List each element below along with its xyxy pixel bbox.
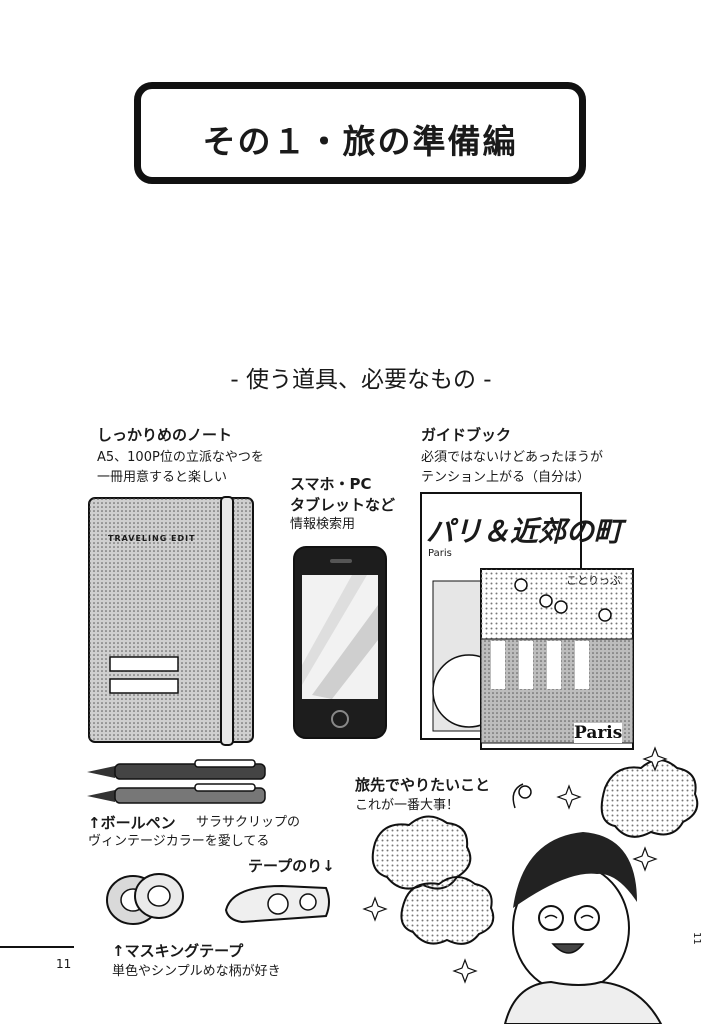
guidebook-note-1: 必須ではないけどあったほうが [421,450,604,465]
pen-label: ↑ボールペン [88,814,176,832]
chapter-title: その１・旅の準備編 [202,122,518,161]
masking-tape-illustration [106,873,184,925]
notebook-cover-text: TRAVELING EDIT [108,534,196,543]
guidebook-2-title: ことりっぷ [566,574,621,587]
pen-note-1: サラサクリップの [196,815,301,830]
guidebook-label: ガイドブック [421,426,512,444]
phone-label-2: タブレットなど [290,496,396,514]
guidebook-2-subtitle: Paris [574,723,623,743]
pen-note-2: ヴィンテージカラーを愛してる [88,834,270,849]
masking-tape-label: ↑マスキングテープ [112,942,244,960]
smartphone-illustration [293,546,387,739]
thinking-character-illustration [362,746,699,1024]
ballpoint-pens-illustration [87,759,266,804]
chapter-title-box: その１・旅の準備編 [134,82,586,184]
notebook-illustration [88,496,254,746]
notebook-note-1: A5、100P位の立派なやつを [97,450,264,465]
phone-label-1: スマホ・PC [290,475,372,493]
wish-label: 旅先でやりたいこと [355,776,491,794]
notebook-label: しっかりめのノート [97,426,233,444]
glue-tape-illustration [224,884,330,924]
notebook-note-2: 一冊用意すると楽しい [97,470,228,485]
guidebook-illustration [420,492,634,750]
glue-label: テープのり↓ [248,857,335,875]
page-number: 11 [56,957,72,971]
side-page-number: 11 [691,932,702,945]
phone-note: 情報検索用 [290,517,356,532]
masking-tape-note: 単色やシンプルめな柄が好き [112,964,281,979]
wish-note: これが一番大事！ [355,798,460,813]
guidebook-1-title: パリ＆近郊の町 [426,515,623,548]
section-subtitle: - 使う道具、必要なもの - [230,367,492,393]
guidebook-note-2: テンション上がる（自分は） [421,470,591,485]
guidebook-1-subtitle: Paris [428,548,452,559]
footer-rule [0,946,74,948]
